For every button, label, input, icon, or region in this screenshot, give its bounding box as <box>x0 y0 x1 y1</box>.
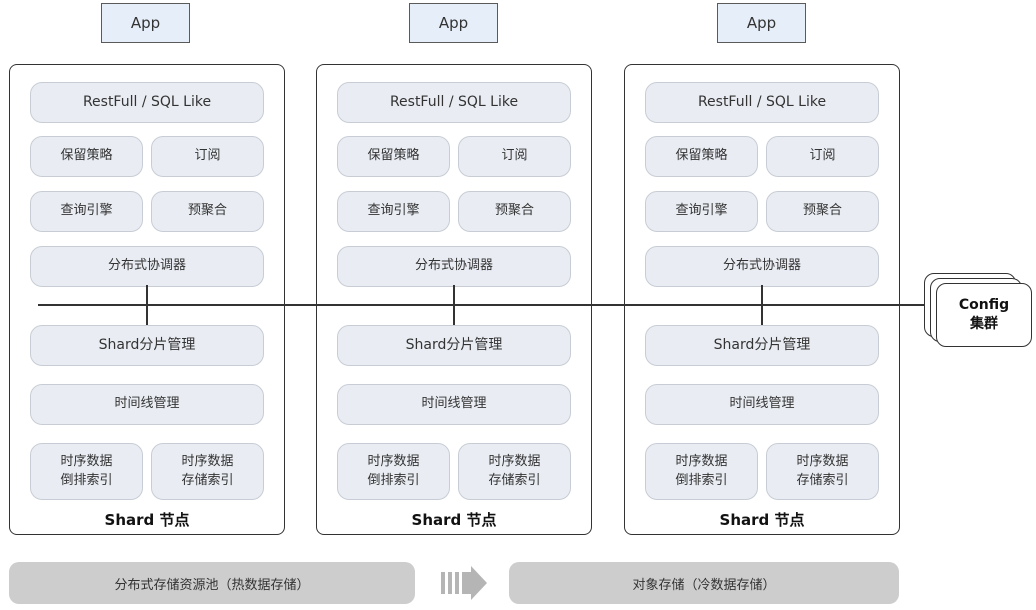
inverted-index-line-1: 时序数据 <box>675 453 728 469</box>
arrow-right-icon <box>441 566 487 600</box>
inverted-index-module: 时序数据倒排索引 <box>645 443 758 500</box>
bus-connector-1 <box>146 285 148 325</box>
storage-index-module: 时序数据存储索引 <box>766 443 879 500</box>
subscription-module: 订阅 <box>766 136 879 177</box>
storage-index-line-2: 存储索引 <box>181 472 234 488</box>
subscription-module: 订阅 <box>458 136 571 177</box>
shard-management-module: Shard分片管理 <box>30 325 264 366</box>
config-cluster: Config 集群 <box>936 283 1032 347</box>
inverted-index-line-2: 倒排索引 <box>675 472 728 488</box>
query-engine-module: 查询引擎 <box>337 191 450 232</box>
retention-policy-module: 保留策略 <box>645 136 758 177</box>
query-engine-module: 查询引擎 <box>30 191 143 232</box>
storage-index-line-2: 存储索引 <box>796 472 849 488</box>
timeline-management-module: 时间线管理 <box>645 384 879 425</box>
inverted-index-line-2: 倒排索引 <box>367 472 420 488</box>
inverted-index-line-2: 倒排索引 <box>60 472 113 488</box>
cold-storage-pool: 对象存储（冷数据存储） <box>509 562 899 604</box>
shard-management-module: Shard分片管理 <box>337 325 571 366</box>
shard-node-label: Shard 节点 <box>719 511 805 529</box>
bus-connector-2 <box>453 285 455 325</box>
pre-aggregation-module: 预聚合 <box>458 191 571 232</box>
query-engine-module: 查询引擎 <box>645 191 758 232</box>
distributed-coordinator-module: 分布式协调器 <box>645 246 879 287</box>
cluster-bus-line <box>38 304 930 306</box>
timeline-management-module: 时间线管理 <box>30 384 264 425</box>
shard-node-2: RestFull / SQL Like 保留策略 订阅 查询引擎 预聚合 分布式… <box>316 64 592 535</box>
app-box-1: App <box>101 3 190 43</box>
pre-aggregation-module: 预聚合 <box>766 191 879 232</box>
config-title: Config <box>958 297 1010 314</box>
storage-index-line-2: 存储索引 <box>488 472 541 488</box>
retention-policy-module: 保留策略 <box>30 136 143 177</box>
restful-sql-module: RestFull / SQL Like <box>645 82 879 123</box>
storage-index-module: 时序数据存储索引 <box>151 443 264 500</box>
pre-aggregation-module: 预聚合 <box>151 191 264 232</box>
restful-sql-module: RestFull / SQL Like <box>30 82 264 123</box>
distributed-coordinator-module: 分布式协调器 <box>337 246 571 287</box>
distributed-coordinator-module: 分布式协调器 <box>30 246 264 287</box>
storage-index-line-1: 时序数据 <box>488 453 541 469</box>
storage-index-line-1: 时序数据 <box>796 453 849 469</box>
timeline-management-module: 时间线管理 <box>337 384 571 425</box>
restful-sql-module: RestFull / SQL Like <box>337 82 571 123</box>
inverted-index-line-1: 时序数据 <box>60 453 113 469</box>
app-box-2: App <box>409 3 498 43</box>
inverted-index-line-1: 时序数据 <box>367 453 420 469</box>
app-box-3: App <box>717 3 806 43</box>
config-subtitle: 集群 <box>970 316 998 332</box>
retention-policy-module: 保留策略 <box>337 136 450 177</box>
storage-index-module: 时序数据存储索引 <box>458 443 571 500</box>
shard-node-label: Shard 节点 <box>411 511 497 529</box>
shard-management-module: Shard分片管理 <box>645 325 879 366</box>
storage-index-line-1: 时序数据 <box>181 453 234 469</box>
shard-node-1: RestFull / SQL Like 保留策略 订阅 查询引擎 预聚合 分布式… <box>9 64 285 535</box>
inverted-index-module: 时序数据倒排索引 <box>30 443 143 500</box>
hot-storage-pool: 分布式存储资源池（热数据存储） <box>9 562 415 604</box>
inverted-index-module: 时序数据倒排索引 <box>337 443 450 500</box>
bus-connector-3 <box>761 285 763 325</box>
subscription-module: 订阅 <box>151 136 264 177</box>
shard-node-label: Shard 节点 <box>104 511 190 529</box>
